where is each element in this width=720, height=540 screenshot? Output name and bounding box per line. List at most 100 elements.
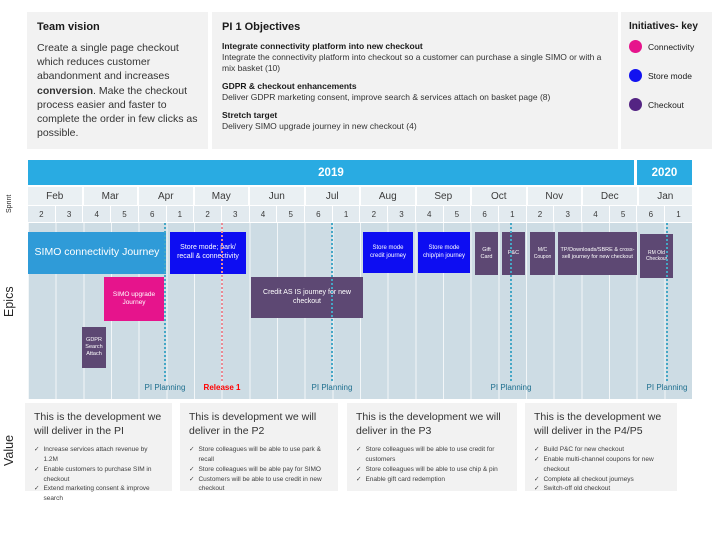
check-icon: ✓ [34,465,40,473]
bullet-text: Extend marketing consent & improve searc… [43,485,150,503]
team-vision-body: Create a single page checkout which redu… [37,41,198,140]
sprint-cell: 3 [388,206,415,222]
objective-item: Stretch target Delivery SIMO upgrade jou… [222,110,608,132]
month-cell: Apr [139,187,193,205]
connectivity-dot-icon [629,40,642,53]
check-icon: ✓ [356,446,362,454]
epics-axis-label: Epics [2,286,16,318]
month-cell: Feb [28,187,82,205]
value-bullet: ✓Build P&C for new checkout [534,445,668,455]
sprint-cell: 3 [221,206,249,222]
epic-bar-store-mode-chip-pin: Store mode chip/pin journey [418,232,470,273]
initiatives-key-title: Initiatives- key [629,21,698,32]
milestone-line [164,223,166,381]
value-bullet: ✓Store colleagues will be able to use ch… [356,465,508,475]
value-bullet: ✓Store colleagues will be able pay for S… [189,465,329,475]
month-cell: Dec [583,187,637,205]
check-icon: ✓ [534,446,540,454]
value-bullet: ✓Enable customers to purchase SIM in che… [34,465,163,485]
bullet-text: Customers will be able to use credit in … [198,475,322,493]
month-cell: Aug [361,187,415,205]
objective-detail: Delivery SIMO upgrade journey in new che… [222,121,417,132]
bullet-text: Enable multi-channel coupons for new che… [543,456,654,473]
checkout-dot-icon [629,98,642,111]
key-label: Connectivity [648,41,695,52]
value-box-title: This is development we will deliver in t… [189,411,317,437]
sprint-cell: 3 [55,206,83,222]
check-icon: ✓ [34,446,40,454]
sprint-cell: 1 [665,206,692,222]
month-cell: May [194,187,248,205]
sprint-cell: 4 [582,206,609,222]
month-cell: Nov [527,187,581,205]
epic-bar-store-mode-credit: Store mode credit journey [363,232,413,273]
value-box-title: This is the development we will deliver … [34,411,162,437]
objective-heading: Stretch target [222,110,278,121]
objective-item: Integrate connectivity platform into new… [222,41,608,74]
value-bullet: ✓Increase services attach revenue by 1.2… [34,445,163,465]
check-icon: ✓ [534,456,540,464]
epic-bar-mc-coupon: M/C Coupon [530,232,555,275]
store-mode-dot-icon [629,69,642,82]
value-bullet: ✓Switch-off old checkout [534,484,668,494]
pi-objectives-panel: PI 1 Objectives Integrate connectivity p… [212,12,618,149]
pi-objectives-title: PI 1 Objectives [222,21,301,33]
sprint-cell: 3 [554,206,582,222]
team-vision-body-post: . Make the checkout process easier and f… [37,84,198,140]
epic-bar-credit-as-is: Credit AS IS journey for new checkout [251,277,363,318]
value-bullet: ✓Customers will be able to use credit in… [189,475,329,495]
month-cell: Sep [416,187,470,205]
milestone-label: PI Planning [490,383,532,392]
check-icon: ✓ [356,465,362,473]
value-box-title: This is the development we will deliver … [534,411,662,437]
milestone-label: PI Planning [311,383,353,392]
check-icon: ✓ [534,485,540,493]
bullet-text: Store colleagues will be able to use cre… [365,446,495,464]
sprint-cell: 5 [609,206,637,222]
key-row-checkout: Checkout [629,98,704,111]
value-bullet: ✓Store colleagues will be able to use cr… [356,445,508,465]
month-cell: Jul [305,187,359,205]
sprint-cell: 5 [277,206,305,222]
milestone-line [510,223,512,381]
epic-bar-tp-downloads-sbre: TP/Downloads/SBRE & cross-sell journey f… [558,232,637,275]
bullet-text: Store colleagues will be able to use chi… [365,465,498,473]
value-bullet-list: ✓Store colleagues will be able to use pa… [189,445,329,494]
sprint-cell: 6 [305,206,332,222]
epic-bar-gift-card: Gift Card [475,232,498,275]
bullet-text: Complete all checkout journeys [543,475,634,483]
check-icon: ✓ [189,475,195,483]
month-cell: Mar [83,187,137,205]
sprint-cell: 1 [498,206,526,222]
sprint-cell: 2 [28,206,55,222]
check-icon: ✓ [34,485,40,493]
milestone-label: PI Planning [144,383,186,392]
epic-bar-gdpr-search-attach: GDPR Search Attach [82,327,106,368]
sprint-cell: 6 [637,206,665,222]
bullet-text: Enable customers to purchase SIM in chec… [43,465,152,483]
sprint-cell: 2 [526,206,554,222]
value-box-p4-p5: This is the development we will deliver … [525,403,677,494]
check-icon: ✓ [356,475,362,483]
bullet-text: Switch-off old checkout [543,485,611,493]
team-vision-body-bold: conversion [37,84,94,97]
sprint-cell: 5 [111,206,138,222]
objective-heading: Integrate connectivity platform into new… [222,41,423,51]
objective-heading: GDPR & checkout enhancements [222,81,357,92]
value-bullet: ✓Store colleagues will be able to use pa… [189,445,329,465]
value-box-p2: This is development we will deliver in t… [180,403,338,494]
year-row: 2019 2020 [28,160,692,185]
sprint-cell: 1 [166,206,194,222]
value-bullet-list: ✓Increase services attach revenue by 1.2… [34,445,163,504]
year-2019: 2019 [28,160,634,185]
value-bullet-list: ✓Store colleagues will be able to use cr… [356,445,508,484]
team-vision-body-pre: Create a single page checkout which redu… [37,42,179,83]
sprint-cell: 4 [249,206,277,222]
epic-bar-simo-upgrade: SIMO upgrade Journey [104,277,164,321]
check-icon: ✓ [534,475,540,483]
month-cell: Jun [250,187,304,205]
check-icon: ✓ [189,446,195,454]
sprint-cell: 6 [471,206,498,222]
epic-bar-pc: P&C [502,232,525,275]
